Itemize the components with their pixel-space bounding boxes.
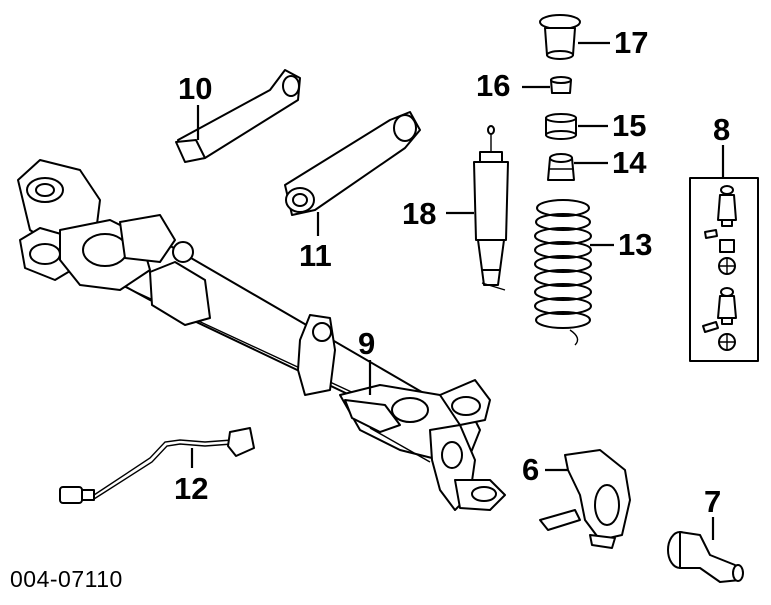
callout-10: 10 bbox=[178, 71, 213, 106]
shock-absorber bbox=[473, 125, 509, 291]
lower-control-arm bbox=[284, 111, 421, 216]
upper-control-arm bbox=[175, 69, 301, 163]
catalog-number: 004-07110 bbox=[10, 566, 123, 592]
callout-18: 18 bbox=[402, 196, 437, 231]
callout-14: 14 bbox=[612, 145, 647, 180]
front-axle-housing bbox=[17, 159, 506, 511]
callout-8: 8 bbox=[713, 112, 731, 147]
callout-12: 12 bbox=[174, 471, 209, 506]
spindle bbox=[667, 531, 744, 583]
leader-lines bbox=[190, 41, 725, 540]
callout-9: 9 bbox=[358, 326, 376, 361]
steering-knuckle bbox=[539, 449, 631, 549]
callout-13: 13 bbox=[618, 227, 653, 262]
spring-isolator-stack bbox=[539, 14, 581, 181]
callout-11: 11 bbox=[299, 238, 332, 273]
coil-spring bbox=[534, 199, 592, 346]
callout-6: 6 bbox=[522, 452, 540, 487]
callout-16: 16 bbox=[476, 68, 511, 103]
callout-7: 7 bbox=[704, 484, 722, 519]
abs-sensor-harness bbox=[59, 427, 255, 504]
callout-17: 17 bbox=[614, 25, 649, 60]
stabilizer-link-kit bbox=[689, 177, 759, 362]
callout-15: 15 bbox=[612, 108, 647, 143]
